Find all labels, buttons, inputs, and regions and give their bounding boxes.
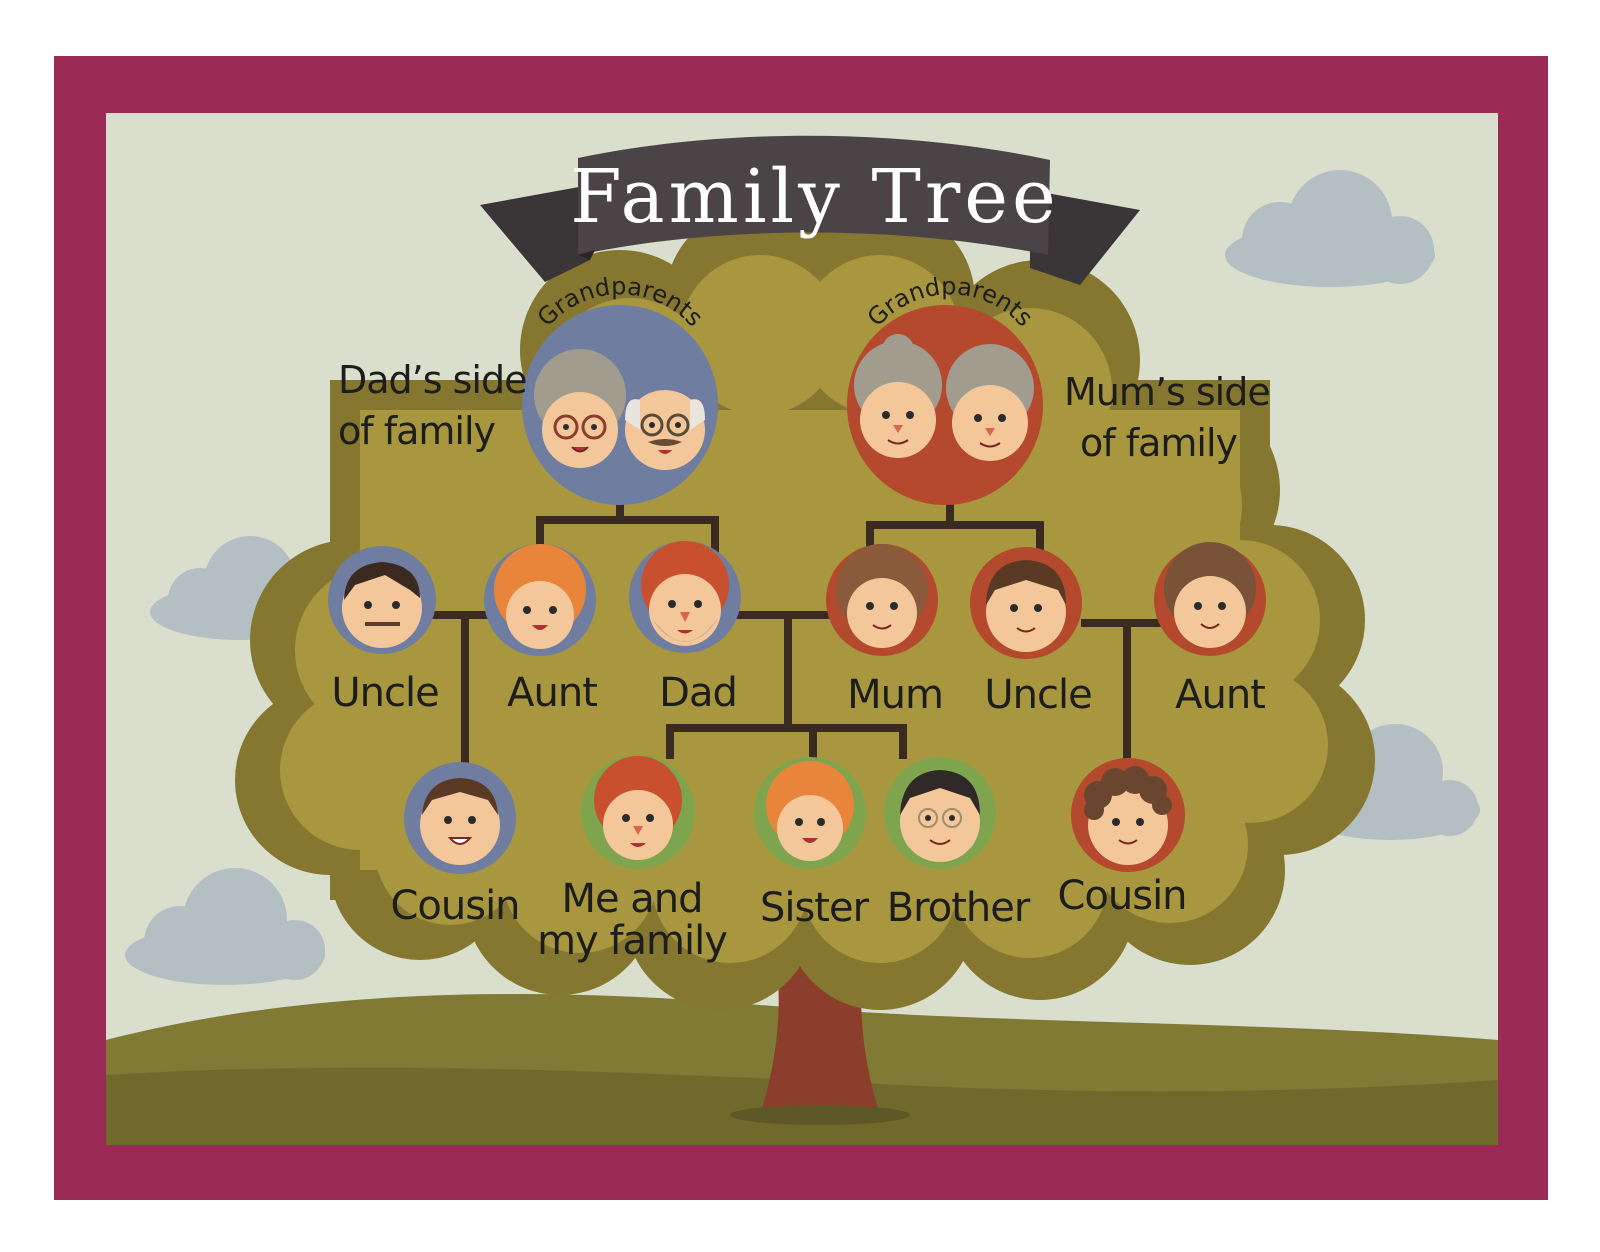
dad-side-line-2: of family — [338, 409, 496, 454]
uncle-dad-portrait — [328, 546, 436, 654]
label-uncle-dad: Uncle — [331, 670, 439, 716]
cousin-dad-portrait — [404, 762, 516, 874]
label-sister: Sister — [759, 885, 869, 931]
mum-side-label: Mum’s side of family — [1064, 367, 1271, 470]
label-aunt-mum: Aunt — [1175, 672, 1266, 718]
mum-side-line-2: of family — [1080, 421, 1238, 466]
sister-portrait — [754, 757, 866, 869]
grandparents-dad-portrait — [522, 305, 718, 505]
mum-portrait — [826, 544, 938, 656]
grandparents-mum-portrait — [847, 305, 1043, 505]
cloud-bottom-left — [125, 868, 325, 985]
aunt-mum-portrait — [1154, 542, 1266, 656]
label-uncle-mum: Uncle — [984, 672, 1092, 718]
aunt-dad-portrait — [484, 544, 596, 656]
label-mum: Mum — [847, 672, 944, 718]
label-me-line-1: Me and — [561, 876, 703, 922]
label-brother: Brother — [886, 885, 1031, 931]
uncle-mum-portrait — [970, 547, 1082, 659]
tree-connectors — [426, 486, 1169, 764]
label-cousin-mum: Cousin — [1057, 873, 1187, 919]
label-me-and-family: Me and my family — [537, 876, 728, 964]
brother-portrait — [884, 757, 996, 869]
label-me-line-2: my family — [537, 918, 728, 964]
label-dad: Dad — [659, 670, 738, 716]
label-aunt-dad: Aunt — [507, 670, 598, 716]
page-title: Family Tree — [570, 154, 1060, 240]
label-cousin-dad: Cousin — [390, 883, 520, 929]
me-portrait — [581, 755, 695, 869]
dad-portrait — [629, 541, 741, 653]
mum-side-line-1: Mum’s side — [1064, 370, 1271, 414]
cousin-mum-portrait — [1071, 758, 1185, 872]
cloud-top-right — [1225, 170, 1435, 287]
dad-side-label: Dad’s side of family — [338, 355, 527, 458]
dad-side-line-1: Dad’s side — [338, 358, 527, 402]
title-banner — [480, 135, 1140, 285]
